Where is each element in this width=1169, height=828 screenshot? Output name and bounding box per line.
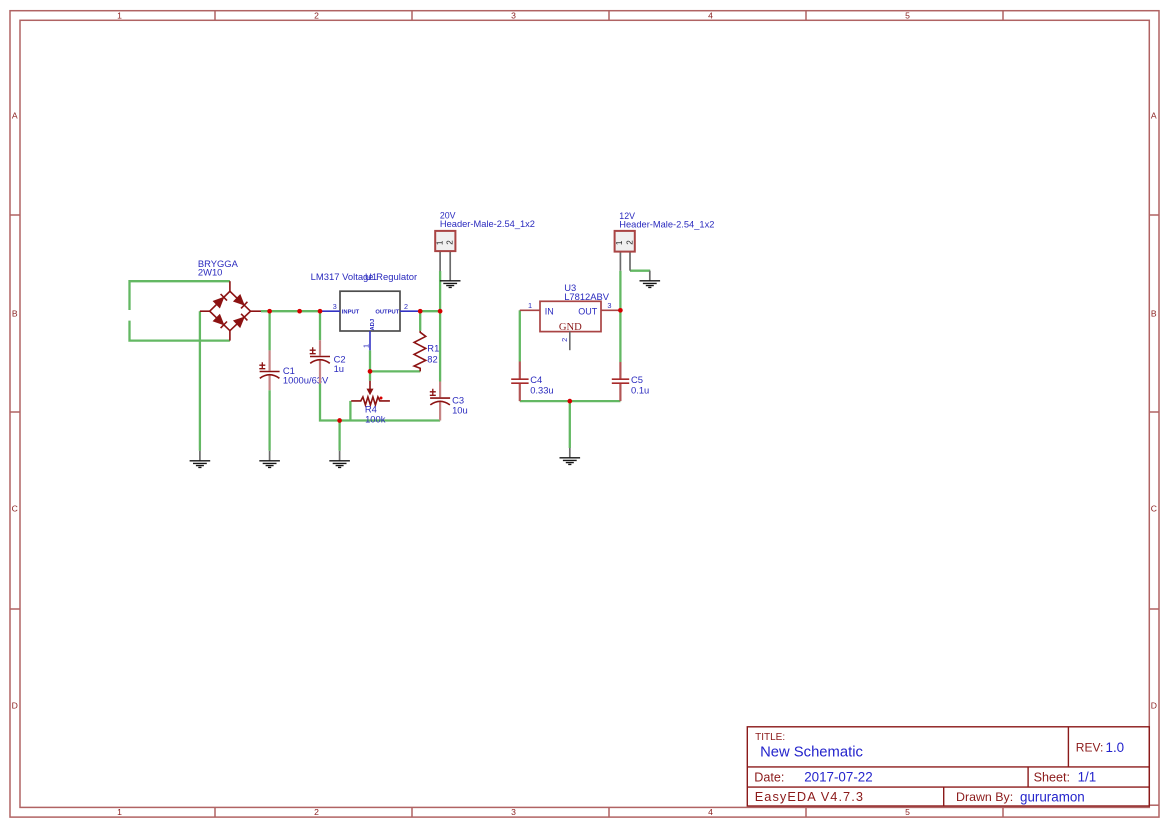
svg-text:D: D — [1151, 701, 1157, 711]
svg-text:C2: C2 — [334, 353, 346, 364]
svg-text:BRYGGA: BRYGGA — [198, 258, 239, 269]
svg-text:C3: C3 — [452, 395, 464, 406]
svg-text:2: 2 — [446, 240, 455, 245]
svg-text:Header-Male-2.54_1x2: Header-Male-2.54_1x2 — [619, 219, 714, 229]
svg-text:C5: C5 — [631, 374, 643, 385]
svg-text:3: 3 — [333, 302, 337, 311]
svg-text:2017-07-22: 2017-07-22 — [804, 770, 873, 785]
svg-text:1: 1 — [615, 240, 624, 245]
svg-text:1: 1 — [362, 344, 371, 348]
svg-text:B: B — [12, 309, 18, 319]
svg-text:A: A — [12, 111, 18, 121]
svg-text:2: 2 — [560, 338, 569, 342]
svg-text:4: 4 — [708, 10, 713, 20]
svg-text:12V: 12V — [619, 211, 635, 221]
svg-text:3: 3 — [511, 807, 516, 817]
svg-text:LM317 Voltage Regulator: LM317 Voltage Regulator — [311, 272, 418, 283]
svg-text:B: B — [1151, 309, 1157, 319]
svg-text:R4: R4 — [365, 404, 377, 415]
svg-text:1: 1 — [435, 240, 444, 245]
svg-text:5: 5 — [905, 807, 910, 817]
svg-text:C4: C4 — [530, 374, 542, 385]
svg-text:OUTPUT: OUTPUT — [375, 310, 399, 316]
svg-text:1: 1 — [117, 807, 122, 817]
svg-text:D: D — [12, 701, 18, 711]
svg-text:Drawn By:: Drawn By: — [956, 790, 1013, 804]
svg-text:U1: U1 — [365, 272, 377, 283]
svg-text:1: 1 — [528, 301, 532, 310]
svg-text:ADJ: ADJ — [370, 319, 376, 331]
svg-text:1.0: 1.0 — [1106, 740, 1125, 755]
svg-text:1: 1 — [117, 10, 122, 20]
svg-text:INPUT: INPUT — [342, 310, 360, 316]
svg-text:R1: R1 — [427, 343, 439, 354]
svg-text:IN: IN — [545, 306, 554, 316]
svg-text:L7812ABV: L7812ABV — [564, 291, 610, 302]
svg-text:A: A — [1151, 111, 1157, 121]
svg-text:1u: 1u — [334, 363, 344, 374]
svg-text:Sheet:: Sheet: — [1034, 771, 1070, 785]
svg-text:C: C — [12, 504, 18, 514]
svg-text:82: 82 — [427, 353, 437, 364]
svg-text:20V: 20V — [440, 211, 456, 221]
svg-text:Header-Male-2.54_1x2: Header-Male-2.54_1x2 — [440, 219, 535, 229]
svg-text:REV:: REV: — [1076, 741, 1104, 755]
svg-text:EasyEDA V4.7.3: EasyEDA V4.7.3 — [755, 789, 864, 804]
svg-text:OUT: OUT — [578, 306, 598, 316]
svg-text:4: 4 — [708, 807, 713, 817]
svg-text:3: 3 — [511, 10, 516, 20]
svg-text:2: 2 — [626, 240, 635, 245]
svg-text:Date:: Date: — [754, 771, 784, 785]
svg-text:New Schematic: New Schematic — [760, 744, 863, 760]
svg-text:3: 3 — [607, 301, 611, 310]
svg-text:GND: GND — [559, 322, 582, 333]
svg-text:2: 2 — [404, 302, 408, 311]
svg-text:0.1u: 0.1u — [631, 385, 649, 396]
svg-text:5: 5 — [905, 10, 910, 20]
svg-text:gururamon: gururamon — [1020, 789, 1085, 804]
svg-text:U3: U3 — [564, 282, 576, 293]
svg-text:1/1: 1/1 — [1078, 770, 1097, 785]
svg-text:C1: C1 — [283, 365, 295, 376]
svg-text:10u: 10u — [452, 405, 468, 416]
svg-text:2: 2 — [314, 10, 319, 20]
svg-text:0.33u: 0.33u — [530, 385, 553, 396]
svg-text:1000u/63V: 1000u/63V — [283, 374, 329, 385]
svg-text:TITLE:: TITLE: — [755, 732, 785, 743]
svg-text:2: 2 — [314, 807, 319, 817]
svg-text:C: C — [1151, 504, 1157, 514]
svg-text:2W10: 2W10 — [198, 266, 223, 277]
svg-text:100k: 100k — [365, 413, 386, 424]
